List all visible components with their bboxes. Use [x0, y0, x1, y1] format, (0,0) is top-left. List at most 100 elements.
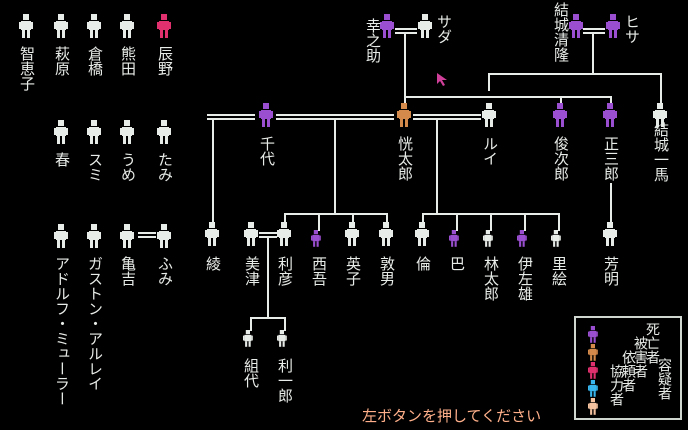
name-shouzaburou: 正三郎	[602, 136, 620, 181]
tree-line	[284, 213, 388, 215]
name-kumada: 熊田	[119, 46, 137, 76]
figure-isao[interactable]	[517, 230, 531, 254]
name-rui: ルイ	[481, 136, 499, 166]
figure-eiko[interactable]	[345, 222, 359, 246]
legend-cooperator-label: 協力者	[608, 364, 624, 406]
figure-tatsuno[interactable]	[157, 14, 171, 38]
name-tomoe: 巴	[448, 256, 466, 271]
tree-line	[250, 317, 286, 319]
figure-atsuo[interactable]	[379, 222, 393, 246]
tree-line	[490, 213, 492, 231]
figure-yuuki-kazuma[interactable]	[653, 103, 667, 127]
figure-kurahashi[interactable]	[87, 14, 101, 38]
press-left-button-prompt[interactable]: 左ボタンを押してください	[362, 407, 542, 425]
name-aya: 綾	[204, 256, 222, 271]
name-sumi: スミ	[86, 152, 104, 182]
figure-kumiyo[interactable]	[243, 330, 257, 354]
tree-line	[456, 213, 458, 231]
figure-yuuki-kiyotaka[interactable]	[569, 14, 583, 38]
legend-requester-label: 依頼者	[620, 350, 636, 392]
figure-shouzaburou[interactable]	[603, 103, 617, 127]
figure-tami[interactable]	[157, 120, 171, 144]
tree-line	[524, 213, 526, 231]
legend-victim-figure	[588, 344, 602, 368]
figure-koutarou[interactable]	[397, 103, 411, 127]
figure-riichirou[interactable]	[277, 330, 291, 354]
name-yuuki-kiyotaka: 結城清隆	[552, 2, 570, 62]
marriage-line	[207, 114, 255, 120]
figure-hisa[interactable]	[606, 14, 620, 38]
name-saigo: 西吾	[310, 256, 328, 286]
legend-suspect-label: 容疑者	[656, 358, 672, 400]
figure-kumada[interactable]	[120, 14, 134, 38]
tree-line	[250, 317, 252, 331]
figure-saigo[interactable]	[311, 230, 325, 254]
name-chiyo: 千代	[258, 136, 276, 166]
tree-line	[422, 213, 424, 223]
legend-deceased-label: 死亡者	[644, 322, 660, 364]
figure-rintarou[interactable]	[483, 230, 497, 254]
tree-line	[436, 118, 438, 214]
figure-ume[interactable]	[120, 120, 134, 144]
figure-chiyo[interactable]	[259, 103, 273, 127]
figure-hagiwara[interactable]	[54, 14, 68, 38]
name-shunjirou: 俊次郎	[552, 136, 570, 181]
figure-michi[interactable]	[415, 222, 429, 246]
name-tatsuno: 辰野	[156, 46, 174, 76]
figure-gaston[interactable]	[87, 224, 101, 248]
figure-haru[interactable]	[54, 120, 68, 144]
marriage-line	[395, 28, 417, 34]
name-tomoeko: 智恵子	[18, 46, 36, 91]
figure-fumi[interactable]	[157, 224, 171, 248]
tree-line	[318, 213, 320, 231]
figure-kamekichi[interactable]	[120, 224, 134, 248]
tree-line	[284, 213, 286, 223]
name-michi: 倫	[414, 256, 432, 271]
name-sada: サダ	[435, 14, 453, 44]
tree-line	[610, 183, 612, 223]
name-kurahashi: 倉橋	[86, 46, 104, 76]
name-kumiyo: 組代	[242, 358, 260, 388]
figure-rui[interactable]	[482, 103, 496, 127]
figure-aya[interactable]	[205, 222, 219, 246]
legend-deceased-figure	[588, 326, 602, 350]
tree-line	[267, 236, 269, 318]
name-rintarou: 林太郎	[482, 256, 500, 301]
name-fumi: ふみ	[156, 256, 174, 286]
figure-adolf[interactable]	[54, 224, 68, 248]
tree-line	[488, 73, 662, 75]
figure-yoshiaki[interactable]	[603, 222, 617, 246]
figure-mitsu[interactable]	[244, 222, 258, 246]
tree-line	[610, 96, 612, 104]
name-atsuo: 敦男	[378, 256, 396, 286]
tree-line	[404, 32, 406, 98]
tree-line	[334, 118, 336, 214]
figure-toshihiko[interactable]	[277, 222, 291, 246]
figure-kounosuke[interactable]	[380, 14, 394, 38]
name-toshihiko: 利彦	[276, 256, 294, 286]
name-adolf: アドルフ・ミューラー	[53, 256, 71, 406]
tree-line	[660, 73, 662, 103]
legend-box: 死亡者 被害者 依頼者 協力者 容疑者	[574, 316, 682, 420]
name-hisa: ヒサ	[623, 14, 641, 44]
legend-requester-figure	[588, 362, 602, 386]
tree-line	[352, 213, 354, 223]
legend-suspect-figure	[588, 398, 602, 422]
mouse-cursor	[437, 72, 449, 91]
figure-tomoeko[interactable]	[19, 14, 33, 38]
tree-line	[284, 317, 286, 331]
figure-shunjirou[interactable]	[553, 103, 567, 127]
tree-line	[592, 32, 594, 74]
name-riichirou: 利一郎	[276, 358, 294, 403]
figure-rie[interactable]	[551, 230, 565, 254]
legend-cooperator-figure	[588, 380, 602, 404]
name-hagiwara: 萩原	[53, 46, 71, 76]
figure-sumi[interactable]	[87, 120, 101, 144]
name-eiko: 英子	[344, 256, 362, 286]
marriage-line	[413, 114, 481, 120]
name-kounosuke: 幸之助	[364, 18, 382, 63]
figure-sada[interactable]	[418, 14, 432, 38]
tree-line	[212, 118, 214, 222]
figure-tomoe[interactable]	[449, 230, 463, 254]
